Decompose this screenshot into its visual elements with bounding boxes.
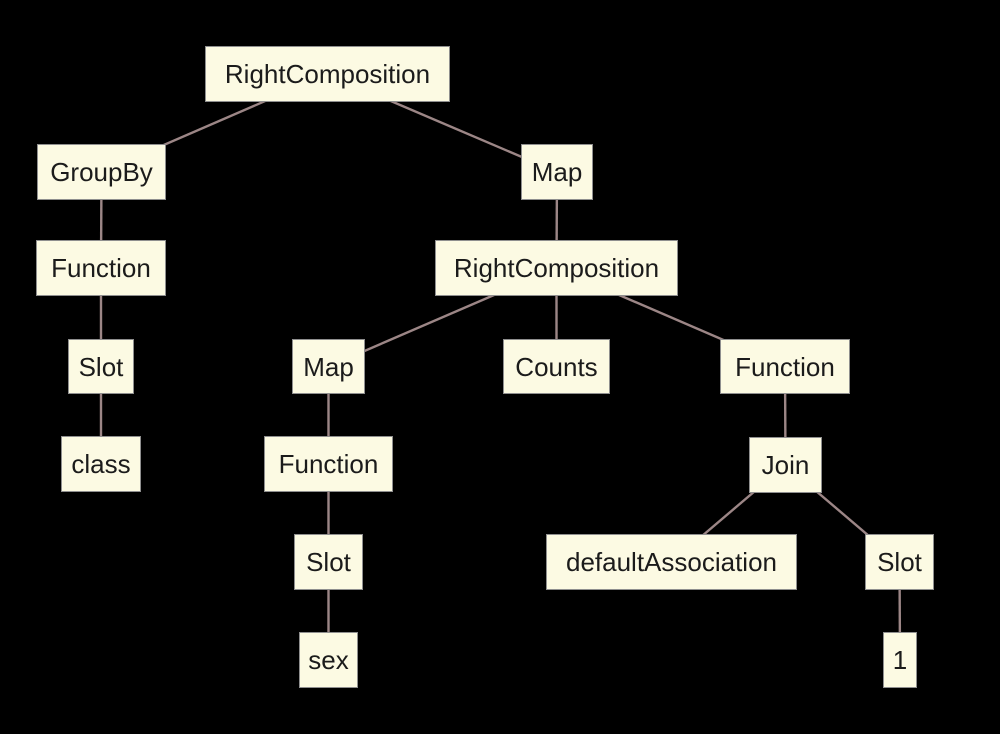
tree-node-counts: Counts — [503, 339, 610, 394]
tree-node-func1: Function — [36, 240, 166, 296]
tree-node-join: Join — [749, 437, 822, 493]
tree-node-class: class — [61, 436, 141, 492]
tree-node-rc1: RightComposition — [205, 46, 450, 102]
tree-node-sex: sex — [299, 632, 358, 688]
tree-node-groupby: GroupBy — [37, 144, 166, 200]
tree-node-defassoc: defaultAssociation — [546, 534, 797, 590]
tree-node-rc2: RightComposition — [435, 240, 678, 296]
tree-node-map2: Map — [292, 339, 365, 394]
tree-node-one: 1 — [883, 632, 917, 688]
tree-node-slot3: Slot — [865, 534, 934, 590]
tree-node-slot2: Slot — [294, 534, 363, 590]
tree-node-slot1: Slot — [68, 339, 134, 394]
tree-node-map1: Map — [521, 144, 593, 200]
tree-node-func2: Function — [264, 436, 393, 492]
tree-node-func3: Function — [720, 339, 850, 394]
